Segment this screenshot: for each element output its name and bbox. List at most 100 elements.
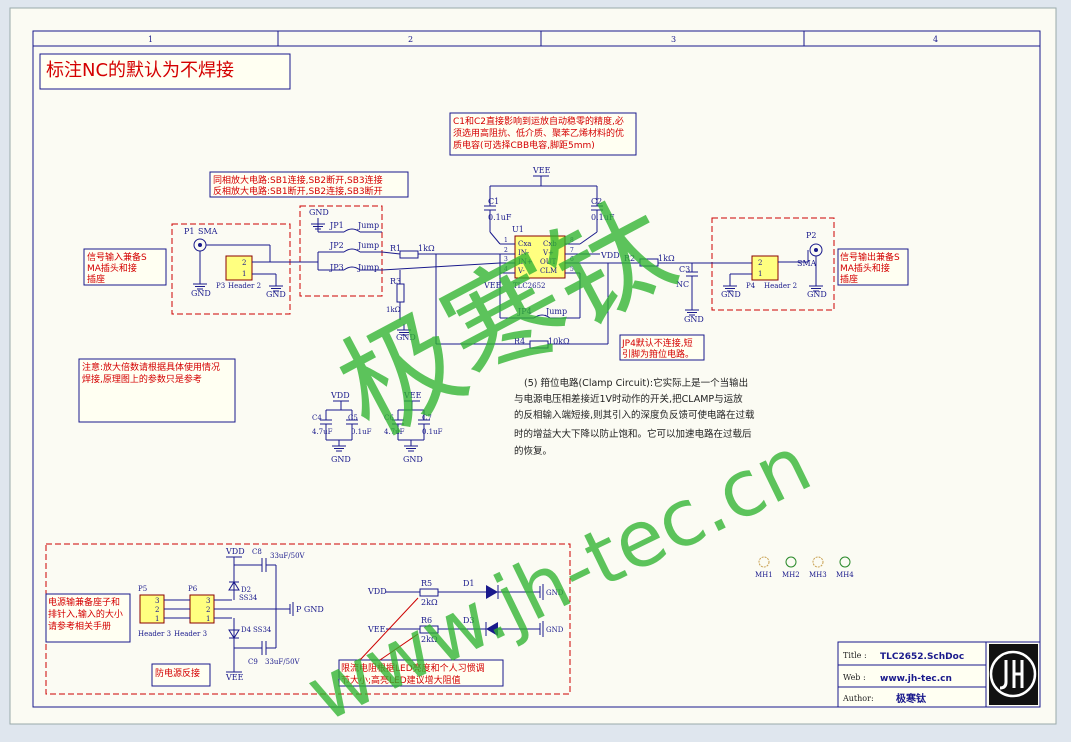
pin-2: 2 (155, 606, 159, 614)
p3-label: P3 (216, 282, 225, 290)
pin-2: 2 (758, 259, 762, 267)
d4-part: SS34 (253, 626, 272, 634)
main-title: 标注NC的默认为不焊接 (46, 60, 234, 81)
d4-diode (228, 629, 240, 639)
gnd-label: GND (266, 290, 286, 299)
d4-label: D4 (241, 626, 252, 634)
p5-header (139, 594, 165, 624)
pin-num: 2 (504, 247, 508, 254)
author-key: Author: (842, 694, 874, 703)
p6-name: Header 3 (174, 630, 207, 638)
pin-cxa: Cxa (518, 240, 531, 248)
jp1-label: JP1 (329, 221, 344, 230)
c9-value: 33uF/50V (265, 658, 301, 666)
gnd-label: GND (396, 333, 416, 342)
gnd-label: GND (807, 290, 827, 299)
c5-label: C5 (348, 414, 358, 422)
zone-4: 4 (933, 35, 938, 44)
r6-label: R6 (421, 616, 432, 625)
gain-note-line: 同相放大电路:SB1连接,SB2断开,SB3连接 (213, 174, 383, 186)
p3-header (225, 255, 253, 281)
mh4-label: MH4 (836, 571, 854, 579)
p4-label: P4 (746, 282, 756, 290)
c7-label: C7 (422, 414, 432, 422)
clamp-text-line: 时的增益大大下降以防止饱和。它可以加速电路在过载后 (514, 428, 752, 440)
pin-inp: IN+ (518, 258, 533, 266)
gnd-label: GND (309, 208, 329, 217)
c2-label: C2 (591, 197, 602, 206)
pgnd-label: P GND (296, 605, 324, 614)
pin-vp: V+ (542, 249, 554, 257)
mh2-label: MH2 (782, 571, 800, 579)
gnd-label: GND (546, 589, 564, 597)
input-dashed-region (171, 223, 291, 315)
u1-tlc2652 (514, 235, 566, 279)
c4-label: C4 (312, 414, 322, 422)
p4-header (751, 255, 779, 281)
pin-1: 1 (206, 615, 210, 623)
d3-led (486, 622, 498, 636)
c7-value: 0.1uF (422, 428, 443, 436)
zone-1: 1 (148, 35, 153, 44)
d3-label: D3 (463, 616, 475, 625)
vee-label: VEE (367, 625, 386, 634)
jump-label: Jump (545, 307, 567, 316)
pin-out: OUT (540, 258, 557, 266)
vee-label: VEE (403, 391, 422, 400)
input-note-line: 信号输入兼备S (87, 251, 147, 263)
pin-inm: IN- (518, 249, 530, 257)
d1-led (486, 585, 498, 599)
c6-label: C6 (384, 414, 394, 422)
r5-value: 2kΩ (421, 598, 438, 607)
r3-value: 1kΩ (386, 306, 401, 314)
pin-1: 1 (242, 270, 246, 278)
pin-num: 5 (570, 266, 574, 273)
p6-label: P6 (188, 585, 198, 593)
led-note-line: 限流电阻根据LED亮度和个人习惯调 (341, 662, 485, 674)
c8-label: C8 (252, 548, 262, 556)
p1-sma-label: SMA (198, 227, 218, 236)
pin-num: 8 (570, 237, 574, 244)
input-note-line: MA插头和接 (87, 262, 137, 274)
r2-label: R2 (624, 254, 635, 263)
vee-label: VEE (225, 673, 244, 682)
r2-value: 1kΩ (658, 254, 675, 263)
clamp-text-line: 与电源电压相差接近1V时动作的开关,把CLAMP与运放 (514, 393, 743, 405)
mh4-hole (839, 556, 851, 568)
r3-label: R3 (390, 277, 401, 286)
pin-num: 3 (504, 256, 508, 263)
vdd-label: VDD (330, 391, 350, 400)
r5-label: R5 (421, 579, 432, 588)
c9-label: C9 (248, 658, 258, 666)
d2-label: D2 (241, 586, 251, 594)
pin-num: 1 (504, 237, 508, 244)
c1-value: 0.1uF (488, 213, 512, 222)
p1-label: P1 (184, 227, 194, 236)
c8-value: 33uF/50V (270, 552, 306, 560)
u1-label: U1 (512, 225, 524, 234)
mh1-hole (758, 556, 770, 568)
vdd-label: VDD (600, 251, 620, 260)
pin-num: 6 (570, 256, 574, 263)
c2-value: 0.1uF (591, 213, 615, 222)
main-title-box (39, 53, 291, 90)
led-note-line: 节大小;高亮LED建议增大阻值 (341, 674, 461, 686)
web-key: Web : (843, 673, 866, 682)
output-dashed-region (711, 217, 835, 311)
jp3-label: JP3 (329, 263, 344, 272)
jump-label: Jump (357, 221, 379, 230)
jp4-note-box (619, 334, 705, 361)
power-note-line: 请参考相关手册 (48, 620, 111, 632)
d1-label: D1 (463, 579, 475, 588)
pin-clm: CLM (540, 267, 557, 275)
r1-value: 1kΩ (418, 244, 435, 253)
mh3-label: MH3 (809, 571, 827, 579)
pin-1: 1 (758, 270, 762, 278)
c1-label: C1 (488, 197, 499, 206)
c1c2-note-line: C1和C2直接影响到运放自动稳零的精度,必 (453, 115, 624, 127)
attention-note-box (78, 358, 236, 423)
mh3-hole (812, 556, 824, 568)
c6-value: 4.7uF (384, 428, 405, 436)
